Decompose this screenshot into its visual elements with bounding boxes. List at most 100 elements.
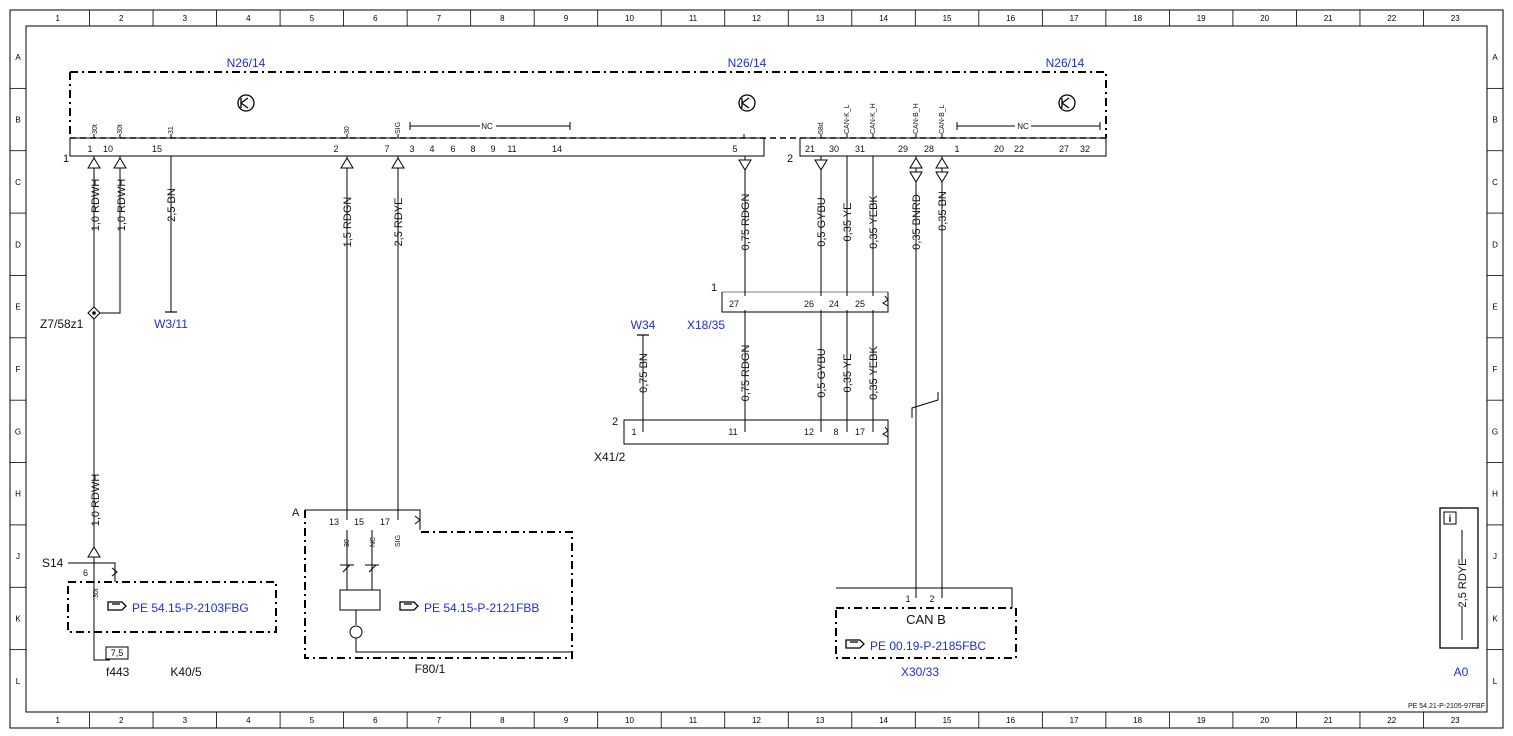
svg-text:1,0 RDWH: 1,0 RDWH — [90, 179, 102, 232]
wires — [93, 156, 943, 661]
svg-text:0,35 YEBK: 0,35 YEBK — [868, 195, 880, 249]
grid-column-label: 20 — [1260, 14, 1269, 23]
connector-1-pins: 1 10 15 2 7 3 4 6 8 9 11 14 5 — [87, 144, 737, 154]
svg-text:11: 11 — [728, 427, 737, 437]
nc-label-1: NC — [481, 122, 493, 131]
grid-row-label: A — [15, 53, 21, 62]
grid-row-label: J — [1493, 552, 1497, 561]
grid-row-label: G — [1492, 427, 1498, 436]
reference-link-2[interactable]: PE 54.15-P-2121FBB — [399, 601, 539, 615]
svg-text:1: 1 — [905, 594, 910, 604]
grid-column-label: 7 — [437, 716, 442, 725]
grid-row-label: K — [15, 614, 21, 623]
module-label-right: N26/14 — [1046, 56, 1085, 70]
svg-text:4: 4 — [429, 144, 434, 154]
switch-mechanism-icon — [339, 530, 572, 653]
z7-label: Z7/58z1 — [40, 317, 84, 331]
grid-column-label: 18 — [1133, 716, 1142, 725]
grid-row-label: L — [1493, 677, 1498, 686]
component-x30-33[interactable]: 1 2 CAN B X30/33 — [835, 587, 1017, 679]
grid-column-label: 2 — [119, 716, 124, 725]
grid-column-label: 14 — [879, 14, 888, 23]
grid-column-label: 22 — [1387, 14, 1396, 23]
grid-column-label: 17 — [1070, 14, 1079, 23]
connector-x18-35[interactable]: 1 27 26 24 25 — [711, 282, 889, 313]
component-f80-1[interactable]: A 13 15 17 30 NC SIG F80/1 — [292, 507, 573, 676]
splice-point-icon — [87, 306, 101, 320]
grid-column-label: 3 — [183, 716, 188, 725]
svg-text:30t: 30t — [117, 124, 124, 134]
svg-text:S14: S14 — [42, 556, 64, 570]
grid-row-label: J — [16, 552, 20, 561]
svg-text:27: 27 — [729, 299, 739, 309]
pointing-hand-icon — [845, 639, 865, 649]
svg-text:0,75 RDGN: 0,75 RDGN — [740, 194, 752, 251]
svg-text:31: 31 — [855, 144, 865, 154]
pin-name-labels: 30t 30t 31 30 SIG 58d CAN-K_L CAN-K_H CA… — [92, 103, 946, 134]
svg-text:1: 1 — [87, 144, 92, 154]
fuse-icon — [105, 646, 129, 660]
connector-x41-2[interactable]: 2 1 11 12 8 17 X41/2 — [594, 416, 889, 464]
grid-row-label: B — [1492, 116, 1497, 125]
grid-column-label: 20 — [1260, 716, 1269, 725]
connector-arrow-icon — [87, 157, 949, 558]
grid-column-label: 8 — [500, 14, 505, 23]
nc-label-2: NC — [1017, 122, 1029, 131]
grid-row-label: C — [15, 178, 21, 187]
svg-text:8: 8 — [833, 427, 838, 437]
grid-row-label: L — [16, 677, 21, 686]
module-n26-14[interactable]: N26/14 N26/14 N26/14 1 2 — [63, 56, 1107, 165]
svg-text:31: 31 — [168, 126, 175, 134]
svg-text:30: 30 — [829, 144, 839, 154]
svg-text:0,35 YEBK: 0,35 YEBK — [868, 346, 880, 400]
svg-text:f443: f443 — [106, 665, 130, 679]
svg-text:PE 00.19-P-2185FBC: PE 00.19-P-2185FBC — [870, 639, 986, 653]
svg-text:30: 30 — [344, 126, 351, 134]
reference-link-1[interactable]: PE 54.15-P-2103FBG — [107, 601, 249, 615]
grid-column-label: 18 — [1133, 14, 1142, 23]
grid-row-label: C — [1492, 178, 1498, 187]
w3-11-label: W3/11 — [154, 317, 188, 331]
svg-text:0,35 YE: 0,35 YE — [842, 203, 854, 242]
svg-text:K40/5: K40/5 — [170, 665, 202, 679]
svg-text:0,75 BN: 0,75 BN — [638, 353, 650, 393]
svg-text:15: 15 — [152, 144, 162, 154]
svg-text:0,5 GYBU: 0,5 GYBU — [816, 197, 828, 247]
grid-column-label: 19 — [1197, 14, 1206, 23]
svg-text:1,0 RDWH: 1,0 RDWH — [116, 179, 128, 232]
svg-text:25: 25 — [855, 299, 865, 309]
svg-text:32: 32 — [1080, 144, 1090, 154]
grid-column-label: 6 — [373, 716, 378, 725]
svg-text:SIG: SIG — [395, 122, 402, 134]
svg-text:CAN-K_L: CAN-K_L — [844, 104, 851, 134]
connector-1-label: 1 — [63, 153, 69, 165]
svg-text:21: 21 — [805, 144, 815, 154]
grid-column-label: 12 — [752, 14, 761, 23]
reference-link-3[interactable]: PE 00.19-P-2185FBC — [845, 639, 986, 653]
svg-text:28: 28 — [924, 144, 934, 154]
svg-text:27: 27 — [1059, 144, 1069, 154]
svg-text:A: A — [292, 507, 300, 519]
pointing-hand-icon — [399, 601, 419, 611]
legend-a0[interactable]: i 2,5 RDYE A0 — [1439, 507, 1479, 679]
svg-text:24: 24 — [829, 299, 839, 309]
svg-text:30t: 30t — [92, 124, 99, 134]
svg-text:7: 7 — [384, 144, 389, 154]
svg-text:2: 2 — [612, 416, 618, 428]
svg-text:10: 10 — [103, 144, 113, 154]
svg-text:17: 17 — [855, 427, 865, 437]
module-label-mid: N26/14 — [728, 56, 767, 70]
connector-2-pins: 21 30 31 29 28 1 20 22 27 32 — [805, 144, 1090, 154]
x18-35-label: X18/35 — [687, 318, 725, 332]
frame-inner — [25, 25, 1488, 713]
grid-column-label: 2 — [119, 14, 124, 23]
grid-column-label: 1 — [56, 14, 61, 23]
grid-column-label: 6 — [373, 14, 378, 23]
svg-text:17: 17 — [380, 517, 390, 527]
svg-text:CAN B: CAN B — [906, 612, 946, 627]
grid-row-label: F — [1493, 365, 1498, 374]
grid-column-label: 15 — [943, 14, 952, 23]
component-k40-5[interactable]: S14 6 30t 7,5 f443 K40/5 — [42, 556, 277, 679]
connector-2-label: 2 — [787, 153, 793, 165]
